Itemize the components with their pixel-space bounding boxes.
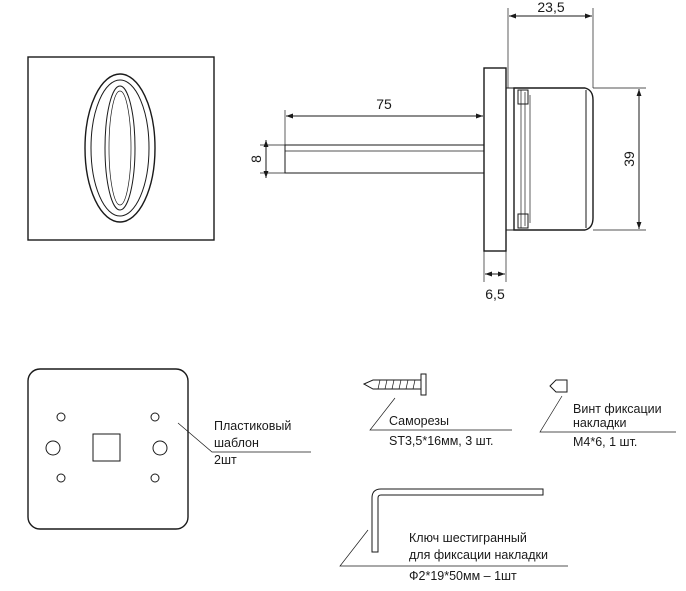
rose-plate-side — [483, 67, 507, 252]
spindle-shaft — [284, 144, 485, 174]
hex-key-label-line1: Ключ шестигранный — [409, 531, 527, 545]
dim-label-75: 75 — [376, 96, 392, 112]
dim-shaft-length: 75 — [284, 96, 483, 145]
template-label-line1: Пластиковый — [214, 419, 291, 433]
set-screw-label-line2: накладки — [573, 416, 626, 430]
hex-key-spec: Ф2*19*50мм – 1шт — [409, 569, 517, 583]
set-screw-spec: М4*6, 1 шт. — [573, 435, 637, 449]
plastic-template: Пластиковый шаблон 2шт — [27, 368, 311, 530]
side-view: 75 8 23,5 39 6,5 — [248, 0, 646, 302]
hex-key-label-line2: для фиксации накладки — [409, 548, 548, 562]
template-label-qty: 2шт — [214, 453, 237, 467]
dim-knob-height: 39 — [593, 87, 646, 231]
wood-screw: Саморезы ST3,5*16мм, 3 шт. — [362, 373, 512, 448]
front-view — [27, 56, 215, 241]
dim-label-39: 39 — [621, 151, 637, 167]
knob-side — [505, 87, 594, 231]
set-screw: Винт фиксации накладки М4*6, 1 шт. — [539, 379, 676, 449]
dim-label-23-5: 23,5 — [537, 0, 564, 15]
set-screw-label-line1: Винт фиксации — [573, 402, 662, 416]
dim-shaft-diameter: 8 — [248, 140, 285, 178]
thumb-turn-knob — [84, 73, 156, 223]
dim-knob-depth: 23,5 — [507, 0, 594, 88]
screws-spec: ST3,5*16мм, 3 шт. — [389, 434, 494, 448]
dim-label-6-5: 6,5 — [485, 286, 505, 302]
dim-label-8: 8 — [248, 155, 264, 163]
dim-plate-thickness: 6,5 — [483, 251, 507, 302]
rose-plate-front — [27, 56, 215, 241]
hex-key: Ключ шестигранный для фиксации накладки … — [339, 488, 568, 583]
template-label-line2: шаблон — [214, 436, 259, 450]
screws-label: Саморезы — [389, 414, 449, 428]
